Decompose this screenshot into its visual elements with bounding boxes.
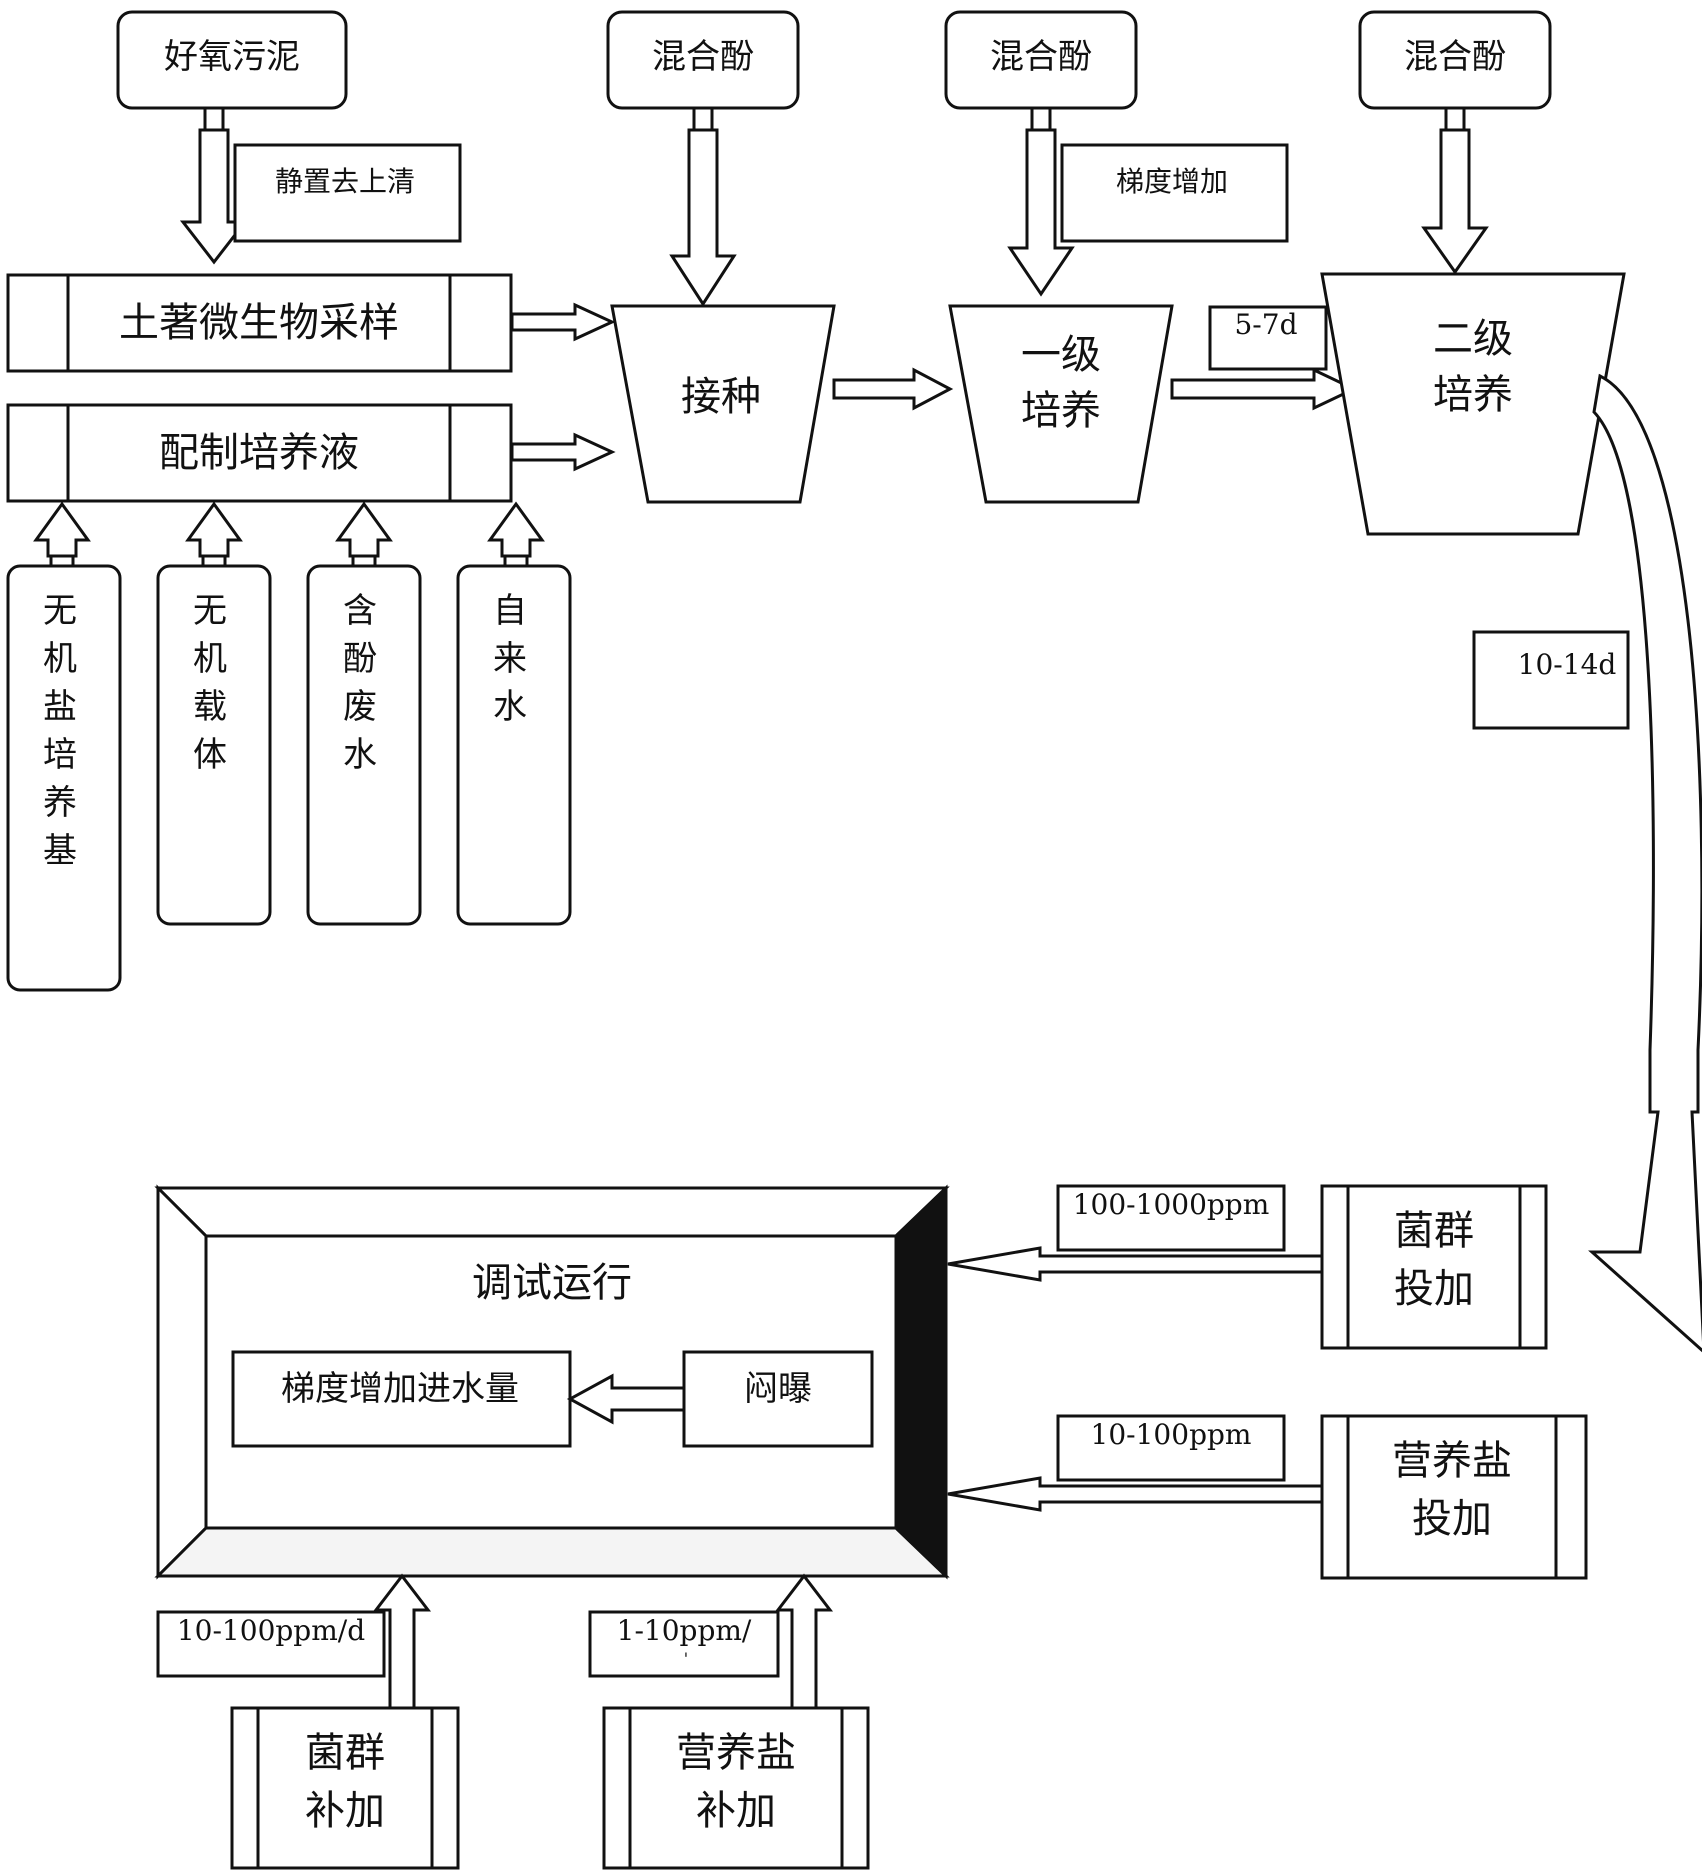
ingredient-2-char-4: 体	[193, 735, 227, 775]
supp-bacteria-label-2: 补加	[305, 1788, 385, 1834]
arrow-aeration-to-inflow	[566, 1373, 686, 1425]
medium-prep-node: 配制培养液	[6, 403, 513, 503]
phenol-node-2: 混合酚	[944, 10, 1138, 110]
duration-secondary-label: 10-14d	[1518, 648, 1617, 681]
sampling-node: 土著微生物采样	[6, 273, 513, 373]
ingredient-4-char-3: 水	[493, 687, 527, 727]
note-gradient: 梯度增加	[1060, 143, 1289, 243]
supp-nutrient-amount-tail: '	[684, 1649, 688, 1668]
supp-bacteria-amount-label: 10-100ppm/d	[177, 1614, 365, 1647]
note-gradient-label: 梯度增加	[1116, 165, 1228, 198]
phenol-node-1: 混合酚	[606, 10, 800, 110]
stuffy-aeration-label: 闷曝	[744, 1369, 812, 1409]
dose-nutrient-node: 营养盐 投加	[1320, 1414, 1588, 1580]
arrow-supp-bacteria-up	[372, 1573, 432, 1710]
note-settle-label: 静置去上清	[275, 165, 415, 198]
ingredient-2-char-2: 机	[193, 639, 227, 679]
supp-nutrient-amount: 1-10ppm/ '	[588, 1610, 780, 1678]
ingredient-1-char-3: 盐	[43, 687, 77, 727]
ingredient-1-char-4: 培	[43, 735, 77, 775]
ingredient-2-char-3: 载	[193, 687, 227, 727]
secondary-label-1: 二级	[1433, 316, 1513, 362]
ingredient-1-char-1: 无	[43, 591, 77, 631]
duration-primary: 5-7d	[1208, 305, 1328, 371]
inoculate-label: 接种	[681, 374, 761, 420]
arrow-ingredient-4-up	[487, 501, 545, 568]
ingredient-2-char-1: 无	[193, 591, 227, 631]
arrow-supp-nutrient-up	[774, 1573, 834, 1710]
sludge-label: 好氧污泥	[164, 37, 300, 77]
ingredient-3-char-3: 废	[343, 687, 377, 727]
ingredient-inorganic-salt-medium: 无 机 盐 培 养 基	[6, 564, 122, 992]
dose-nutrient-label-2: 投加	[1412, 1496, 1492, 1542]
ingredient-3-char-1: 含	[343, 591, 377, 631]
primary-culture-node: 一级 培养	[948, 304, 1174, 504]
arrow-ingredient-2-up	[185, 501, 243, 568]
arrow-inoculate-to-primary	[832, 367, 954, 411]
dose-nutrient-amount-label: 10-100ppm	[1091, 1418, 1252, 1451]
supp-bacteria-label-1: 菌群	[305, 1730, 385, 1776]
primary-label-2: 培养	[1021, 388, 1101, 434]
supp-bacteria-node: 菌群 补加	[230, 1706, 460, 1870]
inoculate-node: 接种	[610, 304, 836, 504]
duration-primary-label: 5-7d	[1234, 308, 1297, 341]
phenol-node-3: 混合酚	[1358, 10, 1552, 110]
arrow-phenol-3-down	[1421, 106, 1489, 275]
phenol-label-3: 混合酚	[1404, 37, 1506, 77]
dose-bacteria-node: 菌群 投加	[1320, 1184, 1548, 1350]
ingredient-inorganic-carrier: 无 机 载 体	[156, 564, 272, 926]
arrow-phenol-2-down	[1007, 106, 1075, 297]
note-settle: 静置去上清	[233, 143, 462, 243]
phenol-label-1: 混合酚	[652, 37, 754, 77]
dose-bacteria-label-2: 投加	[1394, 1266, 1474, 1312]
arrow-medium-right	[510, 432, 616, 472]
arrow-ingredient-1-up	[33, 501, 91, 568]
arrow-sludge-down	[179, 106, 249, 265]
arrow-dose-nutrient-left	[947, 1476, 1324, 1512]
supp-nutrient-label-2: 补加	[696, 1788, 776, 1834]
dose-bacteria-label-1: 菌群	[1394, 1208, 1474, 1254]
arrow-primary-to-secondary	[1170, 367, 1358, 411]
supp-nutrient-amount-label: 1-10ppm/	[617, 1614, 752, 1647]
gradient-inflow-node: 梯度增加进水量	[231, 1350, 572, 1448]
arrow-dose-bacteria-left	[947, 1246, 1324, 1282]
ingredient-phenolic-wastewater: 含 酚 废 水	[306, 564, 422, 926]
medium-prep-label: 配制培养液	[159, 430, 359, 476]
ingredient-1-char-6: 基	[43, 831, 77, 871]
supp-nutrient-node: 营养盐 补加	[602, 1706, 870, 1870]
arrow-ingredient-3-up	[335, 501, 393, 568]
sampling-label: 土著微生物采样	[119, 300, 399, 346]
ingredient-4-char-2: 来	[493, 639, 527, 679]
curved-arrow-secondary-to-dosing	[1588, 373, 1702, 1353]
primary-label-1: 一级	[1021, 332, 1101, 378]
debug-run-label: 调试运行	[472, 1260, 632, 1306]
secondary-label-2: 培养	[1433, 372, 1513, 418]
sludge-node: 好氧污泥	[116, 10, 348, 110]
dose-nutrient-label-1: 营养盐	[1392, 1438, 1512, 1484]
phenol-label-2: 混合酚	[990, 37, 1092, 77]
dose-nutrient-amount: 10-100ppm	[1056, 1414, 1286, 1482]
gradient-inflow-label: 梯度增加进水量	[281, 1369, 519, 1409]
arrow-sampling-right	[510, 302, 616, 342]
ingredient-3-char-2: 酚	[343, 639, 377, 679]
dose-bacteria-amount-label: 100-1000ppm	[1073, 1188, 1270, 1221]
supp-nutrient-label-1: 营养盐	[676, 1730, 796, 1776]
secondary-culture-node: 二级 培养	[1320, 272, 1626, 536]
ingredient-tap-water: 自 来 水	[456, 564, 572, 926]
dose-bacteria-amount: 100-1000ppm	[1056, 1184, 1286, 1252]
stuffy-aeration-node: 闷曝	[682, 1350, 874, 1448]
arrow-phenol-1-down	[669, 106, 737, 307]
ingredient-1-char-2: 机	[43, 639, 77, 679]
supp-bacteria-amount: 10-100ppm/d	[156, 1610, 386, 1678]
duration-secondary: 10-14d	[1472, 630, 1630, 730]
ingredient-3-char-4: 水	[343, 735, 377, 775]
ingredient-1-char-5: 养	[43, 783, 77, 823]
ingredient-4-char-1: 自	[493, 591, 527, 631]
